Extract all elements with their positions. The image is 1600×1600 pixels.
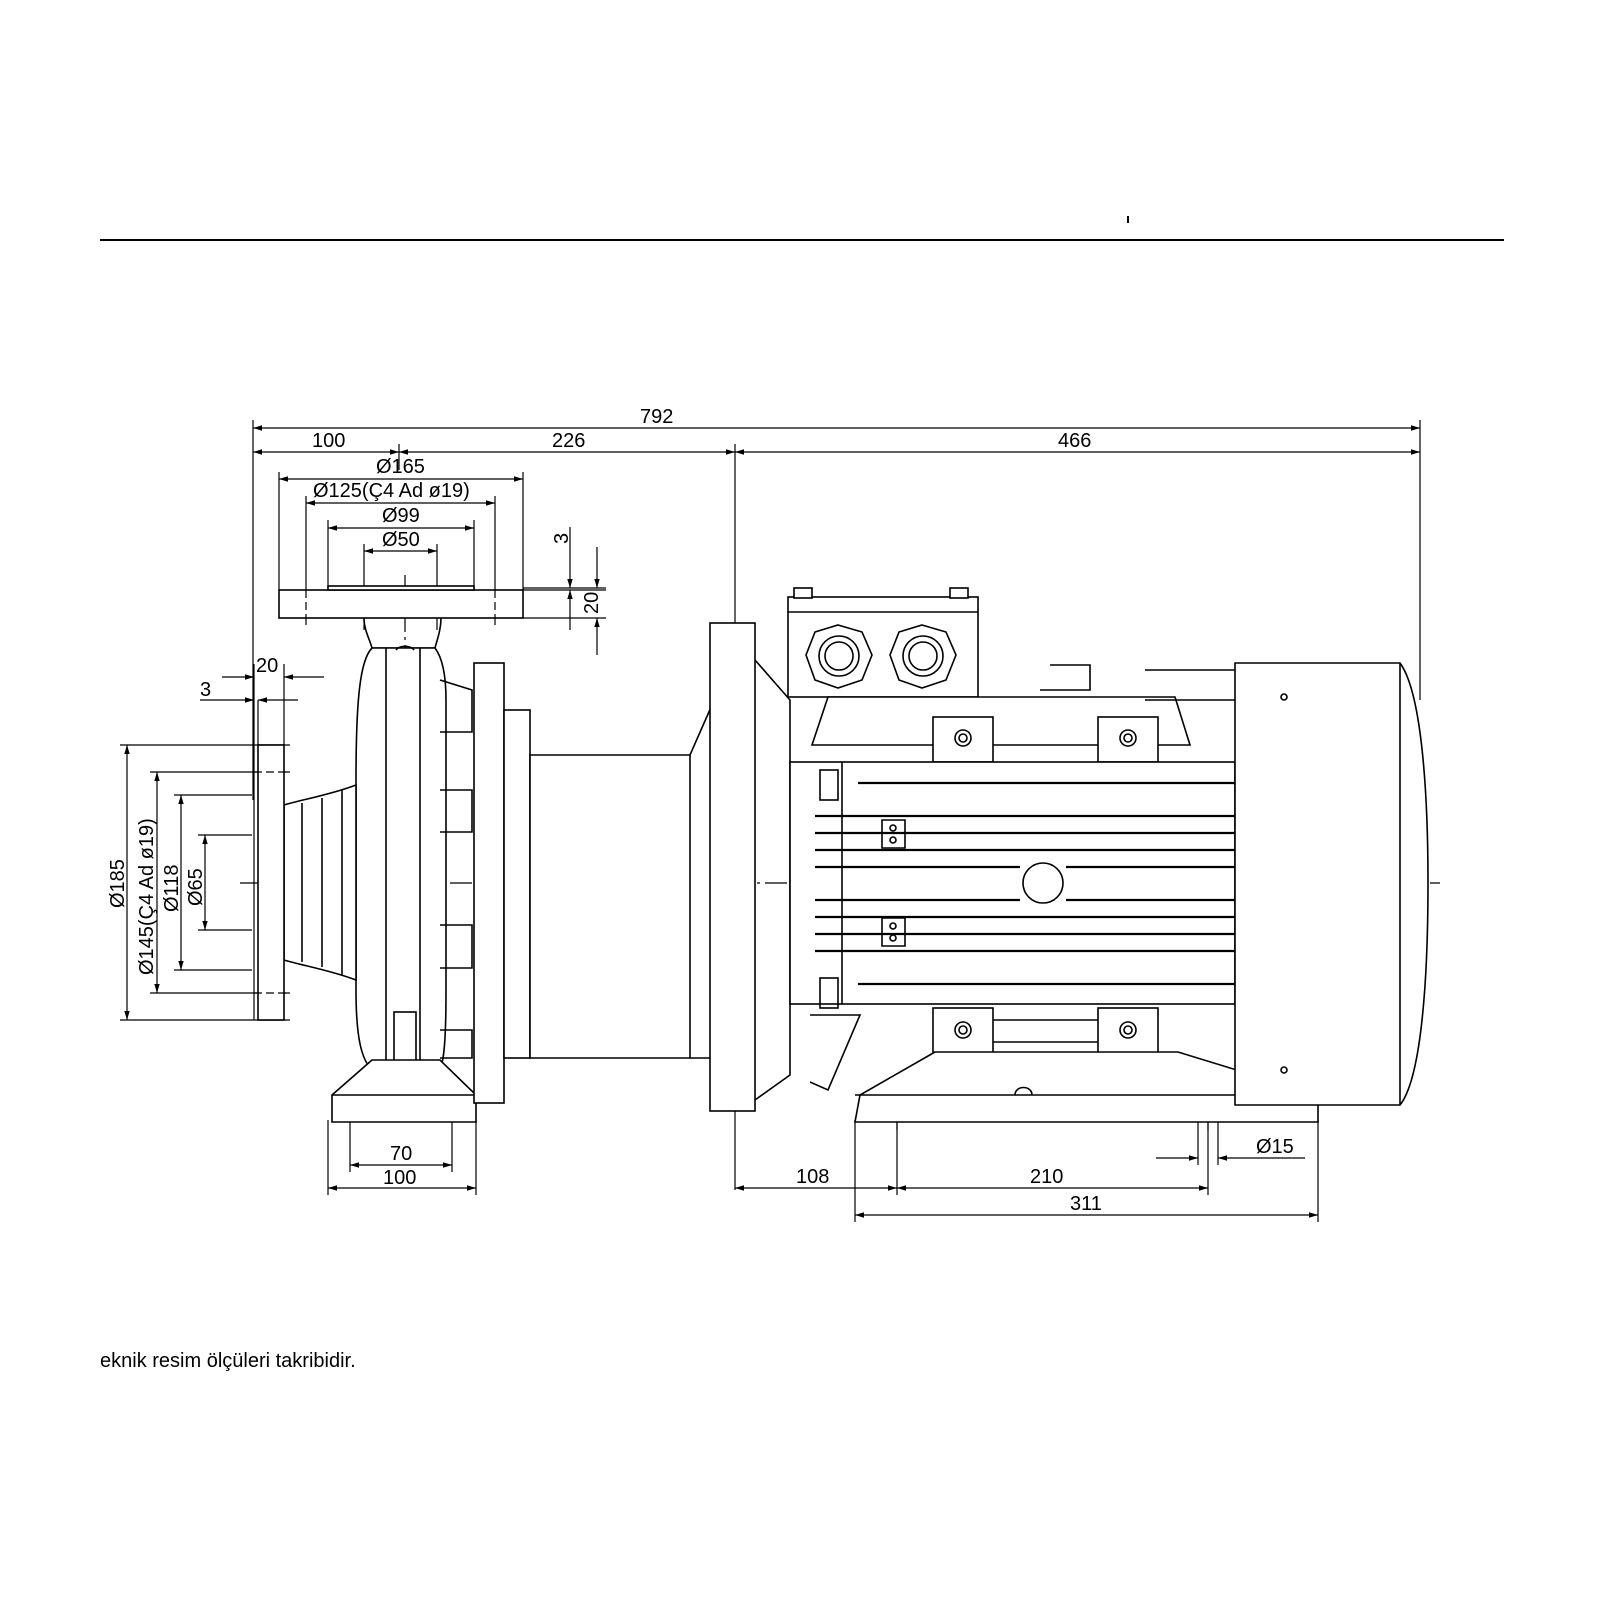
dim-discharge-raised-face-height: 3 xyxy=(551,533,573,544)
cropped-text-line xyxy=(100,1381,260,1389)
dim-motor-foot-width: 311 xyxy=(1070,1193,1102,1215)
dim-suction-raised-face: Ø118 xyxy=(161,865,183,912)
cable-gland-left xyxy=(805,624,873,689)
dim-discharge-bolt-circle: Ø125(Ç4 Ad ø19) xyxy=(313,480,470,502)
header-tick-mark xyxy=(1127,216,1129,223)
dim-suction-bolt-circle: Ø145(Ç4 Ad ø19) xyxy=(136,818,158,975)
dim-suction-offset: 100 xyxy=(312,430,345,452)
cable-gland-right xyxy=(889,624,957,689)
dim-motor-foot-bolt-spacing: 210 xyxy=(1030,1166,1063,1188)
dim-motor-length: 466 xyxy=(1058,430,1091,452)
dimension-labels: 792 100 226 466 Ø165 Ø125(Ç4 Ad ø19) Ø99… xyxy=(107,406,1294,1215)
dim-discharge-flange-od: Ø165 xyxy=(376,456,425,478)
dim-suction-raised-face-height: 3 xyxy=(200,679,211,701)
electric-motor xyxy=(787,587,1429,1123)
dim-discharge-flange-thickness: 20 xyxy=(581,592,603,614)
dim-foot-hole: Ø15 xyxy=(1256,1136,1294,1158)
dim-suction-flange-od: Ø185 xyxy=(107,859,129,908)
dim-pump-foot-bolt-spacing: 70 xyxy=(390,1143,412,1165)
cooling-fins xyxy=(815,781,1235,986)
dim-discharge-bore: Ø50 xyxy=(382,529,420,551)
dim-pump-length: 226 xyxy=(552,430,585,452)
dim-suction-bore: Ø65 xyxy=(185,868,207,906)
drawing-note: eknik resim ölçüleri takribidir. xyxy=(100,1350,356,1372)
dim-overall-length: 792 xyxy=(640,406,673,428)
pump-casing xyxy=(254,585,791,1123)
dim-pump-foot-width: 100 xyxy=(383,1167,416,1189)
dim-suction-flange-thickness: 20 xyxy=(256,655,278,677)
dim-motor-foot-offset: 108 xyxy=(796,1166,829,1188)
dimension-lines xyxy=(120,420,1421,1222)
header-rule xyxy=(100,239,1504,241)
dim-discharge-raised-face: Ø99 xyxy=(382,505,420,527)
